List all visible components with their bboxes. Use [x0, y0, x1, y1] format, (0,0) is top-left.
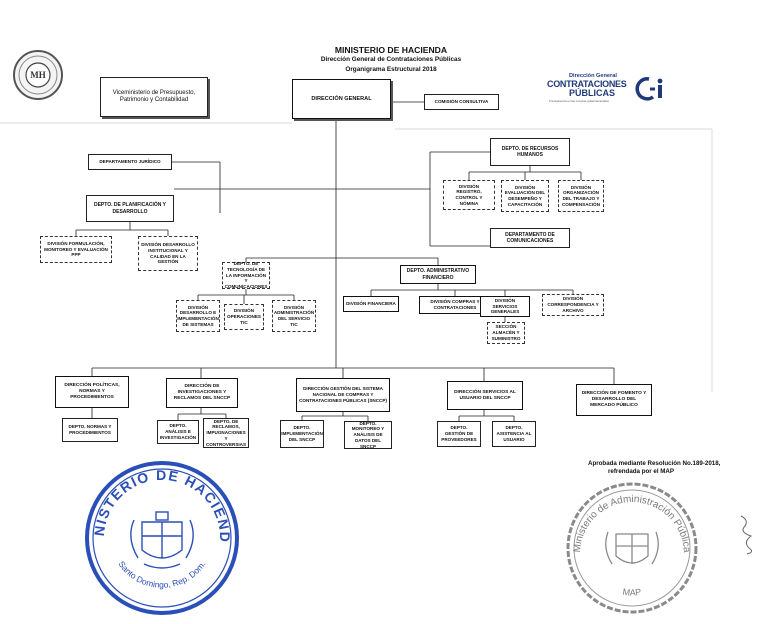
div-operaciones-box: DIVISIÓN OPERACIONES TIC: [224, 304, 264, 330]
brand-line1: Dirección General: [569, 73, 617, 79]
coat-of-arms-icon: [130, 511, 194, 569]
direccion-general-box: DIRECCIÓN GENERAL: [292, 79, 391, 119]
svg-text:MAP: MAP: [622, 587, 642, 598]
rrhh-box: DEPTO. DE RECURSOS HUMANOS: [490, 138, 570, 166]
brand-tagline: Transparencia en las compras gubernament…: [549, 99, 609, 103]
svg-text:Santo Domingo, Rep. Dom.: Santo Domingo, Rep. Dom.: [116, 559, 207, 590]
seccion-almacen-box: SECCIÓN ALMACÉN Y SUMINISTRO: [487, 322, 525, 344]
gi-icon: [635, 77, 663, 101]
div-correspondencia-box: DIVISIÓN CORRESPONDENCIA Y ARCHIVO: [542, 294, 604, 316]
div-registro-box: DIVISIÓN REGISTRO, CONTROL Y NÓMINA: [443, 180, 495, 210]
div-desarrollo-sistemas-box: DIVISIÓN DESARROLLO E IMPLEMENTACIÓN DE …: [176, 300, 220, 332]
administrativo-box: DEPTO. ADMINISTRATIVO FINANCIERO: [400, 265, 476, 284]
stamp-left-bottom-text: Santo Domingo, Rep. Dom.: [116, 559, 207, 590]
chart-title: MINISTERIO DE HACIENDA: [334, 45, 448, 55]
depto-asistencia-box: DEPTO. ASISTENCIA AL USUARIO: [492, 421, 536, 447]
div-servicios-box: DIVISIÓN SERVICIOS GENERALES: [480, 296, 530, 317]
div-formulacion-box: DIVISIÓN FORMULACIÓN, MONITOREO Y EVALUA…: [40, 236, 112, 263]
map-stamp: Ministerio de Administración Pública MAP: [562, 478, 702, 618]
tecnologia-box: DEPTO. DE TECNOLOGÍA DE LA INFORMACIÓN Y…: [222, 261, 270, 289]
brand-line3: PÚBLICAS: [569, 88, 616, 98]
approval-note: Aprobada mediante Resolución No.189-2018…: [588, 460, 768, 476]
dir-gestion-box: DIRECCIÓN GESTIÓN DEL SISTEMA NACIONAL D…: [296, 378, 390, 412]
logo-monogram: MH: [30, 70, 46, 80]
stamp-right-bottom-text: MAP: [622, 587, 642, 598]
signature-mark: [740, 515, 753, 555]
ministerio-hacienda-stamp: MINISTERIO DE HACIENDA Santo Domingo, Re…: [75, 445, 242, 618]
dir-politicas-box: DIRECCIÓN POLÍTICAS, NORMAS Y PROCEDIMIE…: [55, 376, 129, 408]
depto-gestion-proveedores-box: DEPTO. GESTIÓN DE PROVEEDORES: [437, 421, 481, 447]
planificacion-box: DEPTO. DE PLANIFICACIÓN Y DESARROLLO: [86, 195, 174, 222]
chart-subtitle: Dirección General de Contrataciones Públ…: [320, 56, 462, 63]
chart-caption: Organigrama Estructural 2018: [345, 66, 437, 73]
depto-monitoreo-box: DEPTO. MONITOREO Y ANÁLISIS DE DATOS DEL…: [344, 421, 392, 449]
dir-investigaciones-box: DIRECCIÓN DE INVESTIGACIONES Y RECLAMOS …: [166, 378, 238, 408]
dir-fomento-box: DIRECCIÓN DE FOMENTO Y DESARROLLO DEL ME…: [576, 384, 652, 416]
div-organizacion-box: DIVISIÓN ORGANIZACIÓN DEL TRABAJO Y COMP…: [558, 180, 604, 212]
depto-analisis-box: DEPTO. ANÁLISIS E INVESTIGACIÓN: [157, 420, 199, 444]
contrataciones-publicas-logo: Dirección General CONTRATACIONES PÚBLICA…: [545, 73, 675, 107]
div-desarrollo-inst-box: DIVISIÓN DESARROLLO INSTITUCIONAL Y CALI…: [138, 236, 198, 271]
approval-line1: Aprobada mediante Resolución No.189-2018…: [588, 460, 721, 467]
depto-normas-box: DEPTO. NORMAS Y PROCEDIMIENTOS: [62, 418, 118, 442]
juridico-box: DEPARTAMENTO JURÍDICO: [88, 154, 172, 170]
comision-consultiva-box: COMISIÓN CONSULTIVA: [424, 94, 499, 110]
brand-line2: CONTRATACIONES: [547, 79, 627, 89]
ministerio-hacienda-logo: MH: [12, 49, 64, 101]
div-evaluacion-box: DIVISIÓN EVALUACIÓN DEL DESEMPEÑO Y CAPA…: [501, 180, 549, 212]
depto-reclamos-box: DEPTO. DE RECLAMOS, IMPUGNACIONES Y CONT…: [203, 418, 249, 448]
comunicaciones-box: DEPARTAMENTO DE COMUNICACIONES: [490, 228, 570, 248]
approval-line2: refrendada por el MAP: [608, 468, 675, 476]
div-admin-tic-box: DIVISIÓN ADMINISTRACIÓN DEL SERVICIO TIC: [272, 300, 316, 332]
viceministerio-box: Viceministerio de Presupuesto, Patrimoni…: [100, 77, 208, 117]
stamp-left-ring-text: MINISTERIO DE HACIENDA: [75, 445, 231, 543]
coat-of-arms-icon: [605, 531, 659, 565]
dir-servicios-usuario-box: DIRECCIÓN SERVICIOS AL USUARIO DEL SNCCP: [447, 381, 523, 410]
svg-text:MINISTERIO DE HACIENDA: MINISTERIO DE HACIENDA: [82, 458, 233, 543]
div-financiera-box: DIVISIÓN FINANCIERA: [343, 296, 399, 312]
depto-implementacion-box: DEPTO. IMPLEMENTACIÓN DEL SNCCP: [280, 420, 324, 448]
